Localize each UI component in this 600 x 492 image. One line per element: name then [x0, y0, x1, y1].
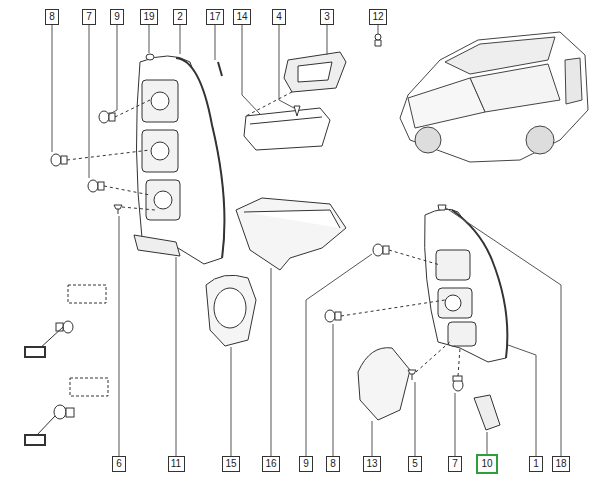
callout-number: 16 — [265, 458, 276, 470]
callout-number: 8 — [330, 458, 336, 470]
callout-number: 17 — [209, 11, 220, 23]
bulb-guides-right — [341, 250, 460, 376]
callout-number: 7 — [86, 11, 92, 23]
callout-number: 7 — [452, 458, 458, 470]
callout-number: 1 — [533, 458, 539, 470]
callout-box: 10 — [476, 454, 498, 474]
callout-number: 9 — [303, 458, 309, 470]
bulb-guides — [67, 100, 155, 210]
callout-box: 17 — [206, 9, 224, 25]
callout-number: 6 — [116, 458, 122, 470]
callout-box: 2 — [173, 9, 187, 25]
lamp-housings — [134, 198, 346, 346]
callout-box: 5 — [408, 456, 422, 472]
callout-box: 14 — [233, 9, 251, 25]
car-sketch — [400, 32, 588, 162]
callout-number: 10 — [481, 458, 492, 470]
right-tail-lamp — [325, 205, 507, 430]
callout-number: 8 — [49, 11, 55, 23]
bulb-variants — [25, 285, 108, 445]
callout-box: 3 — [320, 9, 334, 25]
callout-box: 9 — [299, 456, 313, 472]
callout-number: 14 — [236, 11, 247, 23]
callout-box: 7 — [448, 456, 462, 472]
callout-number: 12 — [372, 11, 383, 23]
callout-number: 15 — [225, 458, 236, 470]
callout-box: 18 — [552, 456, 570, 472]
callout-box: 19 — [140, 9, 158, 25]
callout-box: 4 — [272, 9, 286, 25]
callout-box: 1 — [529, 456, 543, 472]
callout-box: 9 — [110, 9, 124, 25]
callout-box: 15 — [222, 456, 240, 472]
callout-number: 3 — [324, 11, 330, 23]
callout-number: 5 — [412, 458, 418, 470]
callout-box: 8 — [45, 9, 59, 25]
callout-box: 11 — [168, 456, 185, 472]
callout-number: 4 — [276, 11, 282, 23]
bulbs — [51, 54, 154, 214]
callout-number: 13 — [366, 458, 377, 470]
callout-box: 6 — [112, 456, 126, 472]
callout-box: 7 — [82, 9, 96, 25]
callout-number: 2 — [177, 11, 183, 23]
callout-number: 11 — [171, 458, 181, 470]
callout-box: 12 — [369, 9, 387, 25]
callout-box: 13 — [363, 456, 381, 472]
left-tail-lamp — [136, 56, 224, 264]
callout-number: 9 — [114, 11, 120, 23]
callout-number: 18 — [555, 458, 566, 470]
callout-box: 16 — [262, 456, 280, 472]
leader-lines — [52, 25, 561, 456]
callout-number: 19 — [143, 11, 154, 23]
callout-box: 8 — [326, 456, 340, 472]
